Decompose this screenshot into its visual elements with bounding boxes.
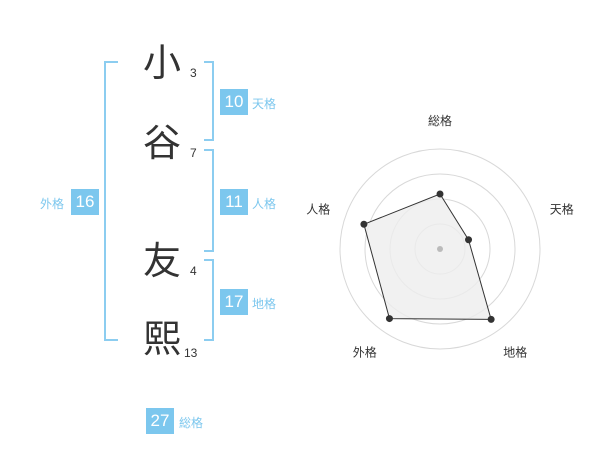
- chikaku-value-badge: 17: [220, 289, 248, 315]
- gaikaku-label: 外格: [40, 197, 65, 211]
- gaikaku-value-badge: 16: [71, 189, 99, 215]
- radar-axis-label: 人格: [306, 201, 330, 216]
- radar-point: [487, 315, 495, 323]
- radar-axis-label: 地格: [503, 345, 527, 360]
- radar-axis-label: 総格: [428, 113, 452, 128]
- radar-point: [360, 220, 368, 228]
- name-char-4: 熙: [143, 317, 182, 361]
- gaikaku-bracket: [104, 61, 118, 341]
- soukaku-label: 総格: [179, 416, 204, 430]
- radar-ring: [339, 148, 541, 350]
- radar-point: [385, 315, 393, 323]
- jinkaku-bracket: [204, 149, 214, 252]
- stroke-count-3: 4: [190, 264, 197, 278]
- chikaku-bracket: [204, 259, 214, 341]
- tenkaku-bracket: [204, 61, 214, 141]
- name-char-3: 友: [143, 239, 182, 283]
- stroke-count-2: 7: [190, 146, 197, 160]
- radar-point: [465, 236, 473, 244]
- tenkaku-value-badge: 10: [220, 89, 248, 115]
- name-char-2: 谷: [143, 121, 182, 165]
- radar-polygon: [363, 193, 492, 320]
- radar-axis-label: 外格: [353, 345, 377, 360]
- stroke-count-4: 13: [184, 346, 198, 360]
- radar-point: [436, 190, 444, 198]
- radar-ring: [364, 173, 516, 325]
- chikaku-label: 地格: [252, 297, 277, 311]
- jinkaku-value-badge: 11: [220, 189, 248, 215]
- radar-center-dot: [437, 246, 443, 252]
- soukaku-value-badge: 27: [146, 408, 174, 434]
- name-char-1: 小: [143, 41, 182, 85]
- tenkaku-label: 天格: [252, 97, 277, 111]
- stroke-count-1: 3: [190, 66, 197, 80]
- jinkaku-label: 人格: [252, 197, 277, 211]
- radar-axis-label: 天格: [550, 201, 574, 216]
